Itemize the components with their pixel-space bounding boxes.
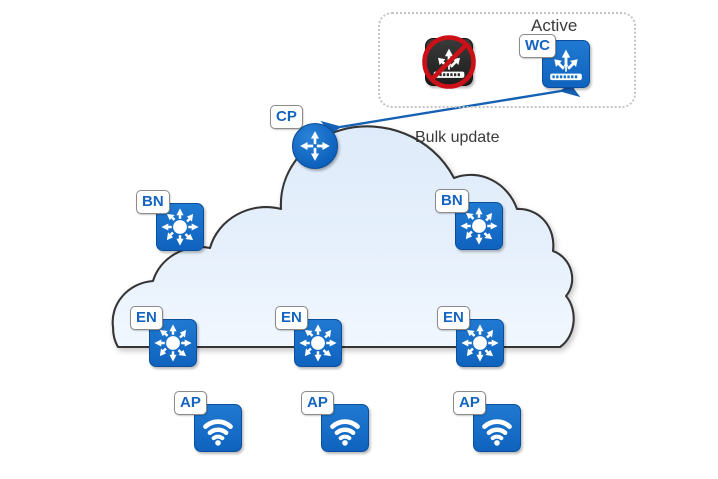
edge-node-1[interactable]: EN xyxy=(130,306,197,367)
node-label-en-3: EN xyxy=(437,306,470,330)
node-label-ap-1: AP xyxy=(174,391,207,415)
node-label-bn-2: BN xyxy=(435,189,469,213)
no-entry-icon xyxy=(422,35,476,89)
node-label-bn-1: BN xyxy=(136,190,170,214)
standby-controller-node[interactable] xyxy=(422,35,476,89)
router-icon xyxy=(292,123,338,169)
cloud-point-node[interactable]: CP xyxy=(270,105,338,169)
access-point-3[interactable]: AP xyxy=(453,391,521,452)
node-label-ap-3: AP xyxy=(453,391,486,415)
node-label-en-1: EN xyxy=(130,306,163,330)
access-point-1[interactable]: AP xyxy=(174,391,242,452)
edge-node-2[interactable]: EN xyxy=(275,306,342,367)
node-label-ap-2: AP xyxy=(301,391,334,415)
border-node-2[interactable]: BN xyxy=(435,189,503,250)
node-label-wc: WC xyxy=(519,34,556,58)
node-label-cp: CP xyxy=(270,105,303,129)
bulk-update-label: Bulk update xyxy=(415,129,500,146)
controller-region-boundary xyxy=(378,12,636,108)
active-controller-node[interactable]: WC xyxy=(519,34,590,88)
node-label-en-2: EN xyxy=(275,306,308,330)
wifi-access-point-icon xyxy=(473,404,521,452)
active-label: Active xyxy=(531,16,578,35)
multilayer-switch-icon xyxy=(294,319,342,367)
edge-node-3[interactable]: EN xyxy=(437,306,504,367)
access-point-2[interactable]: AP xyxy=(301,391,369,452)
border-node-1[interactable]: BN xyxy=(136,190,204,251)
